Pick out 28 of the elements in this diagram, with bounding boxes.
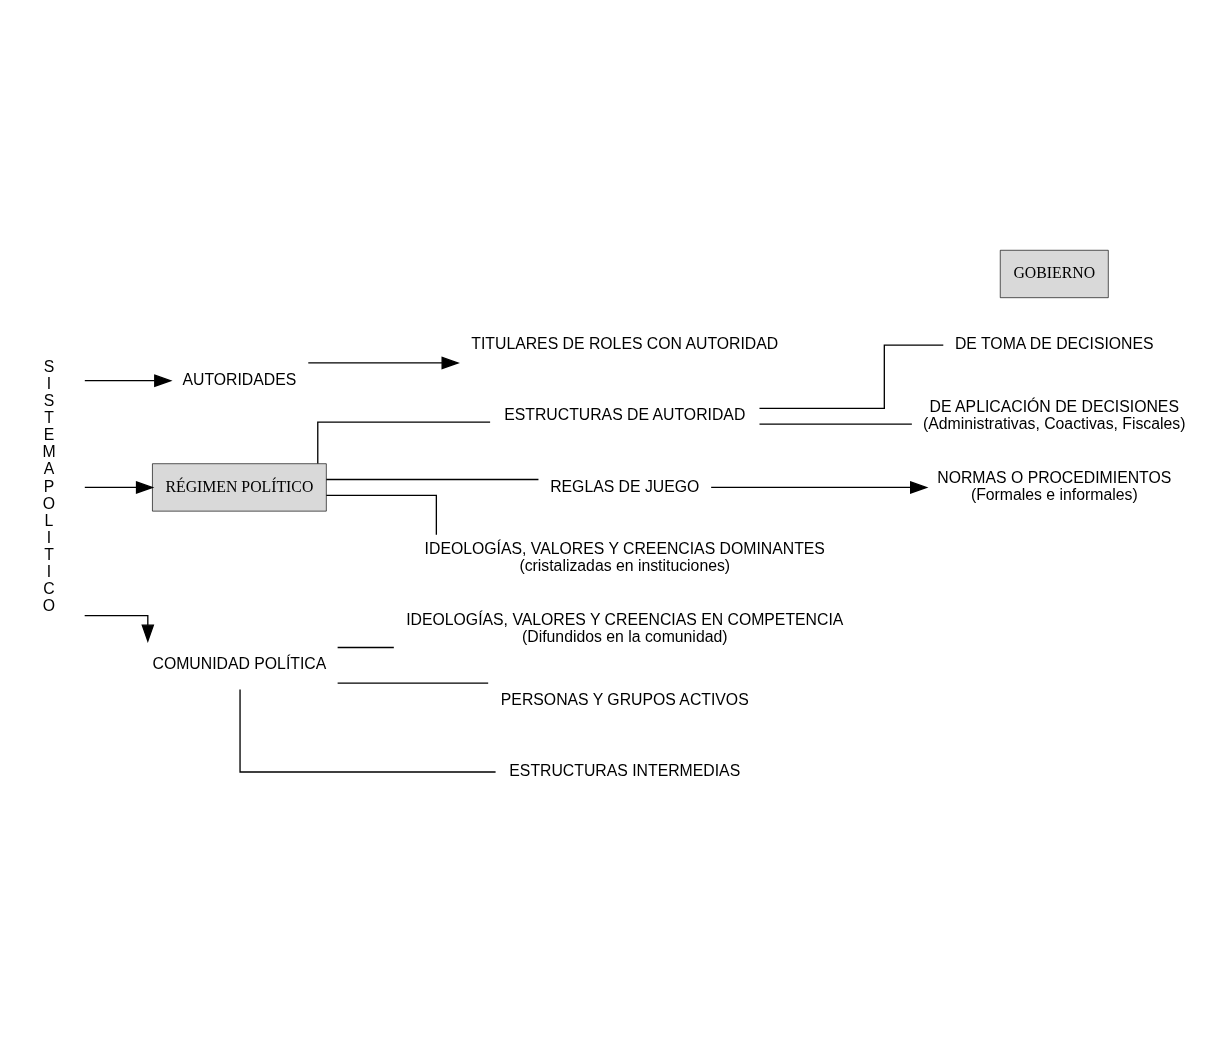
node-text: ESTRUCTURAS INTERMEDIAS (509, 761, 741, 779)
connector (325, 478, 540, 480)
connector (758, 343, 944, 409)
node-text: DE APLICACIÓN DE DECISIONES (Administrativas, Coactivas, Fiscales) (923, 397, 1186, 432)
arrow (84, 373, 173, 387)
arrow (84, 614, 155, 643)
arrow (84, 480, 155, 494)
node-text: IDEOLOGÍAS, VALORES Y CREENCIAS EN COMPETENCIA (Difundidos en la comunidad) (406, 610, 844, 645)
connector (336, 646, 395, 648)
node-text: COMUNIDAD POLÍTICA (152, 654, 327, 672)
connector (239, 688, 497, 773)
node-text: TITULARES DE ROLES CON AUTORIDAD (471, 334, 779, 352)
node-text: IDEOLOGÍAS, VALORES Y CREENCIAS DOMINANTES (cristalizadas en instituciones) (424, 539, 825, 574)
node-box: RÉGIMEN POLÍTICO (152, 462, 327, 511)
node-text: DE TOMA DE DECISIONES (954, 334, 1154, 352)
connector (317, 421, 491, 464)
connector (336, 681, 489, 684)
connector (758, 423, 913, 425)
connector (325, 494, 438, 535)
node-text: ESTRUCTURAS DE AUTORIDAD (504, 405, 746, 423)
node-text: AUTORIDADES (182, 370, 297, 388)
node-text: S I S T E M A P O L I T I C O (42, 357, 56, 614)
arrow (710, 480, 929, 494)
node-text: PERSONAS Y GRUPOS ACTIVOS (500, 690, 749, 708)
node-text: REGLAS DE JUEGO (550, 477, 700, 495)
node-box: GOBIERNO (999, 249, 1109, 298)
node-text: NORMAS O PROCEDIMIENTOS (Formales e informales) (937, 468, 1172, 503)
arrow (307, 355, 460, 369)
